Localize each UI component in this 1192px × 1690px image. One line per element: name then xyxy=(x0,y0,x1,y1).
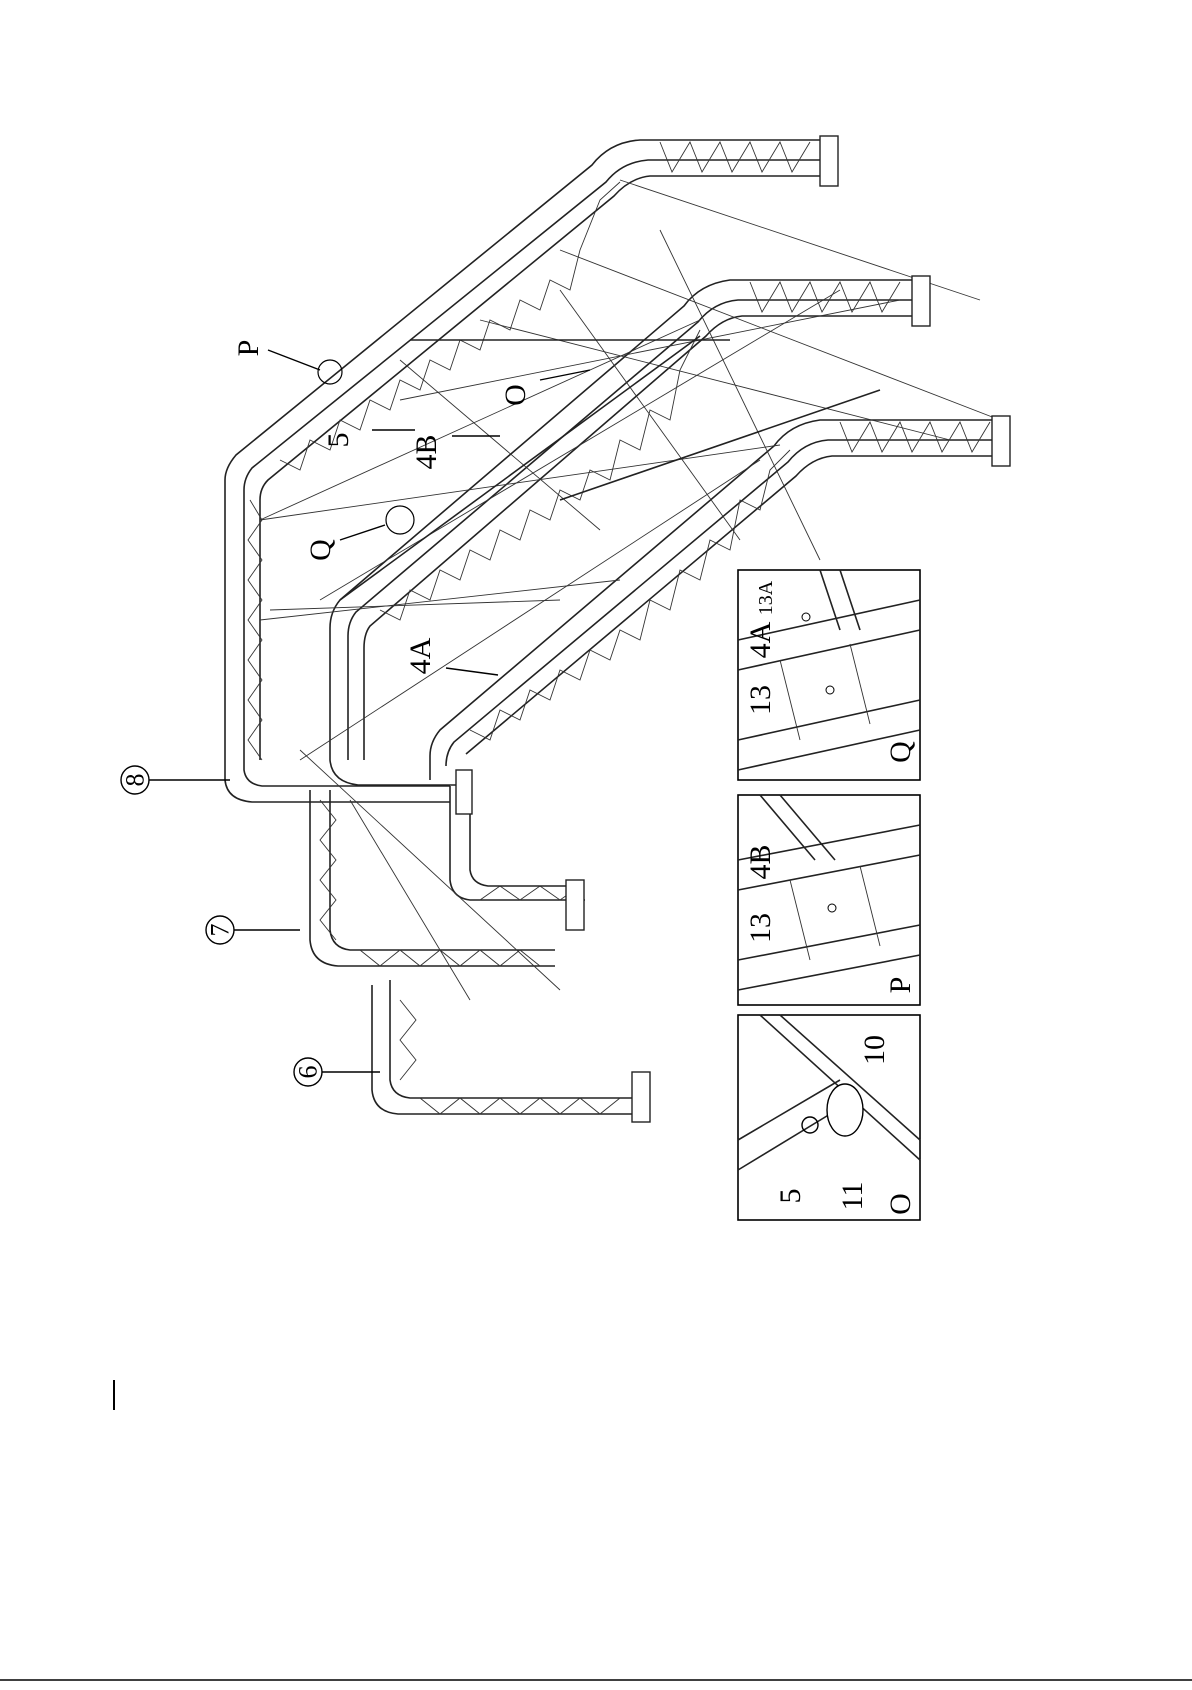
callout-8-label: 8 xyxy=(121,774,150,787)
base-plate xyxy=(992,416,1010,466)
detail-p-title: P xyxy=(884,977,917,994)
detail-p-label-4b: 4B xyxy=(744,844,777,879)
detail-q-title: Q xyxy=(884,741,917,763)
base-plate xyxy=(820,136,838,186)
detail-panel-p: 13 4B P xyxy=(738,795,920,1005)
detail-o-label-10: 10 xyxy=(858,1035,891,1065)
callout-o-label: O xyxy=(499,384,532,406)
base-plate xyxy=(566,880,584,930)
callout-4a-label: 4A xyxy=(404,637,437,674)
truss-feet xyxy=(456,136,1010,1122)
callout-6-label: 6 xyxy=(294,1066,323,1079)
detail-o-title: O xyxy=(884,1193,917,1215)
detail-marker-q xyxy=(386,506,414,534)
base-plate xyxy=(912,276,930,326)
detail-p-label-13: 13 xyxy=(744,913,777,943)
truss-frame-lower xyxy=(310,786,640,1114)
callout-p-label: P xyxy=(232,340,265,357)
truss-arch-front xyxy=(430,420,1010,780)
callout-4b-label: 4B xyxy=(410,434,443,469)
callout-q-label: Q xyxy=(304,539,337,561)
callout-5-label: 5 xyxy=(322,433,355,448)
detail-o-label-5: 5 xyxy=(774,1189,807,1204)
detail-panel-q: 13 4A 13A Q xyxy=(738,570,920,780)
callouts: 8 7 6 P 5 4B O Q 4A xyxy=(121,340,591,1086)
base-plate xyxy=(456,770,472,814)
detail-q-label-13a: 13A xyxy=(755,580,777,615)
detail-q-label-13: 13 xyxy=(744,685,777,715)
base-plate xyxy=(632,1072,650,1122)
detail-o-label-11: 11 xyxy=(836,1182,869,1211)
callout-7-label: 7 xyxy=(206,924,235,937)
detail-panel-o: 5 11 10 O xyxy=(738,1015,920,1220)
detail-q-label-4a: 4A xyxy=(744,621,777,658)
